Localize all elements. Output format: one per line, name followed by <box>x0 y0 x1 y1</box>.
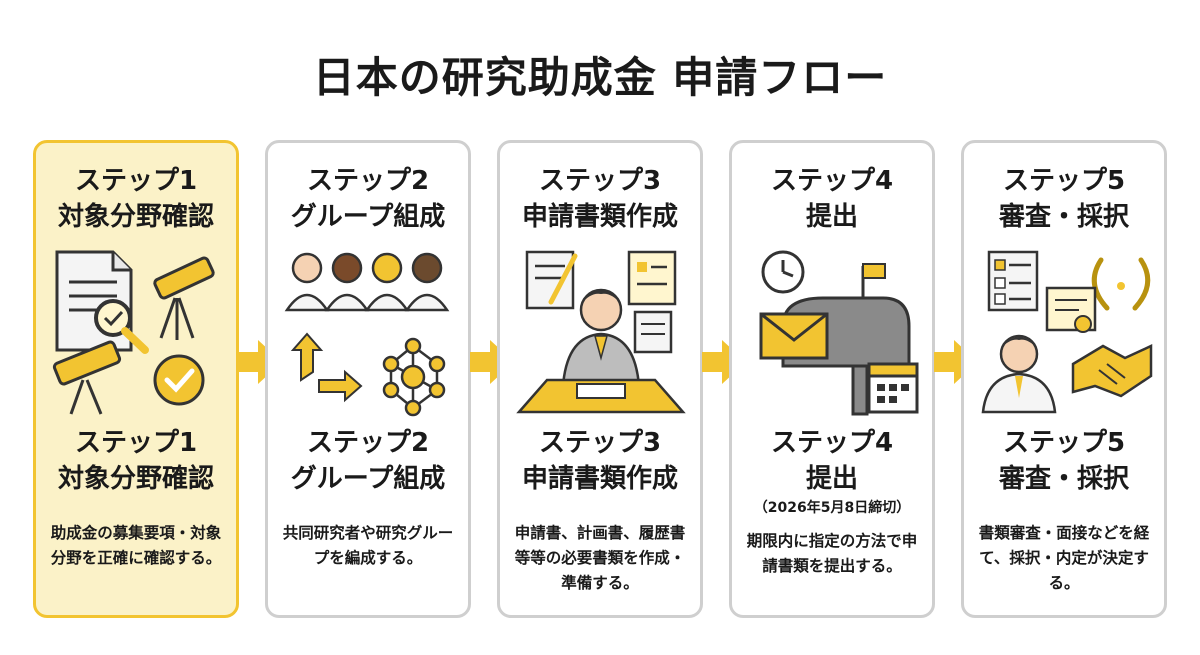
checklist-icon <box>987 250 1039 312</box>
step-description: 書類審査・面接などを経て、採択・内定が決定する。 <box>978 524 1150 592</box>
step-header: ステップ3 申請書類作成 <box>500 163 700 235</box>
step-number: ステップ5 <box>1002 166 1126 196</box>
step-card-4: ステップ4 提出 ステップ4 提出 （2026年5月8日締切） <box>729 140 935 618</box>
document-magnifier-icon <box>55 250 149 354</box>
writing-person-icon <box>516 288 686 414</box>
step-description: 助成金の募集要項・対象分野を正確に確認する。 <box>50 524 222 567</box>
person-icon <box>981 334 1057 414</box>
step-label: ステップ2 グループ組成 <box>268 425 468 497</box>
step-illustration <box>981 250 1153 414</box>
step-number: ステップ2 <box>306 166 430 196</box>
step-card-1: ステップ1 対象分野確認 ステップ1 <box>33 140 239 618</box>
step-label-number: ステップ1 <box>74 428 198 458</box>
arrow-right-icon <box>470 340 514 384</box>
step-name: グループ組成 <box>290 202 446 232</box>
step-illustration <box>52 250 215 415</box>
certificate-icon <box>1045 286 1097 333</box>
arrow-right-icon <box>702 340 746 384</box>
step-header: ステップ1 対象分野確認 <box>36 163 236 235</box>
step-card-3: ステップ3 申請書類作成 ステップ3 申請書類作成 申請書、計画 <box>497 140 703 618</box>
step-label: ステップ3 申請書類作成 <box>500 425 700 497</box>
step-illustration <box>759 250 919 416</box>
laurel-icon <box>1091 257 1151 311</box>
step-label-name: 提出 <box>805 464 858 494</box>
step-card-2: ステップ2 グループ組成 <box>265 140 471 618</box>
arrow-right-icon <box>934 340 978 384</box>
step-label-number: ステップ5 <box>1002 428 1126 458</box>
step-number: ステップ1 <box>74 166 198 196</box>
step-label-name: 審査・採択 <box>998 464 1129 494</box>
step-name: 対象分野確認 <box>57 202 214 232</box>
handshake-icon <box>1071 344 1153 398</box>
deadline-note: （2026年5月8日締切） <box>753 500 911 516</box>
step-header: ステップ5 審査・採択 <box>964 163 1164 235</box>
step-label-name: グループ組成 <box>290 464 446 494</box>
step-header: ステップ2 グループ組成 <box>268 163 468 235</box>
step-description: 共同研究者や研究グループを編成する。 <box>282 524 454 567</box>
step-label: ステップ5 審査・採択 <box>964 425 1164 497</box>
network-icon <box>382 337 446 417</box>
step-label: ステップ1 対象分野確認 <box>36 425 236 497</box>
step-card-5: ステップ5 審査・採択 <box>961 140 1167 618</box>
step-description: 期限内に指定の方法で申請書類を提出する。 <box>746 532 918 575</box>
step-illustration <box>284 252 450 417</box>
step-label-number: ステップ4 <box>770 428 894 458</box>
step-number: ステップ4 <box>770 166 894 196</box>
telescope-icon <box>52 340 122 415</box>
step-name: 申請書類作成 <box>521 202 678 232</box>
step-description: 申請書、計画書、履歴書等等の必要書類を作成・準備する。 <box>514 524 686 592</box>
telescope-icon <box>153 256 215 340</box>
step-header: ステップ4 提出 <box>732 163 932 235</box>
step-number: ステップ3 <box>538 166 662 196</box>
researchers-icon <box>284 252 450 312</box>
step-label-name: 申請書類作成 <box>521 464 678 494</box>
checkmark-icon <box>153 354 205 406</box>
arrow-right-icon <box>238 340 282 384</box>
documents-icon <box>525 250 677 354</box>
calendar-icon <box>867 362 919 414</box>
step-label: ステップ4 提出 （2026年5月8日締切） <box>732 425 932 517</box>
step-name: 提出 <box>805 202 858 232</box>
clock-icon <box>761 250 805 294</box>
step-label-name: 対象分野確認 <box>57 464 214 494</box>
step-label-number: ステップ3 <box>538 428 662 458</box>
page-title: 日本の研究助成金 申請フロー <box>312 53 888 102</box>
step-name: 審査・採択 <box>998 202 1129 232</box>
step-illustration <box>516 250 686 414</box>
cycle-arrows-icon <box>290 332 363 403</box>
step-label-number: ステップ2 <box>306 428 430 458</box>
envelope-icon <box>759 312 829 360</box>
